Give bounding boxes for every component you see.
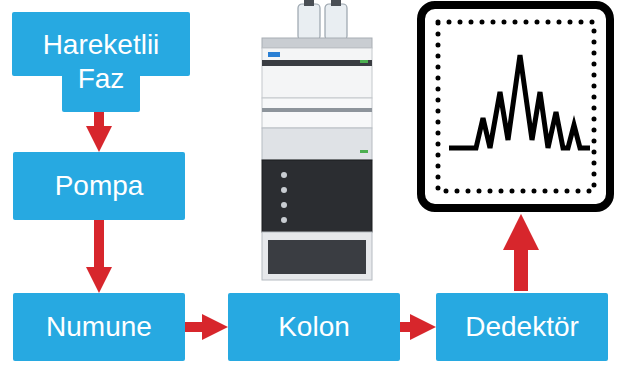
process-box: Numune [13, 293, 185, 361]
tab-shape [12, 12, 190, 112]
flow-arrow [94, 220, 104, 272]
node-label: Pompa [55, 169, 144, 203]
node-label: Numune [46, 310, 152, 344]
output-arrow [514, 243, 528, 291]
node-label: Dedektör [465, 310, 579, 344]
node-label: Hareketlii Faz [31, 28, 171, 95]
process-box: Pompa [13, 152, 185, 220]
process-box: Dedektör [436, 293, 608, 361]
flow-arrow [185, 322, 207, 332]
chromatogram-icon [421, 5, 610, 208]
flow-arrow [400, 322, 415, 332]
process-box: Kolon [228, 293, 400, 361]
hplc-instrument [262, 0, 372, 280]
flow-arrow [94, 112, 104, 131]
process-box: Hareketlii Faz [12, 12, 190, 112]
node-label: Kolon [278, 310, 350, 344]
